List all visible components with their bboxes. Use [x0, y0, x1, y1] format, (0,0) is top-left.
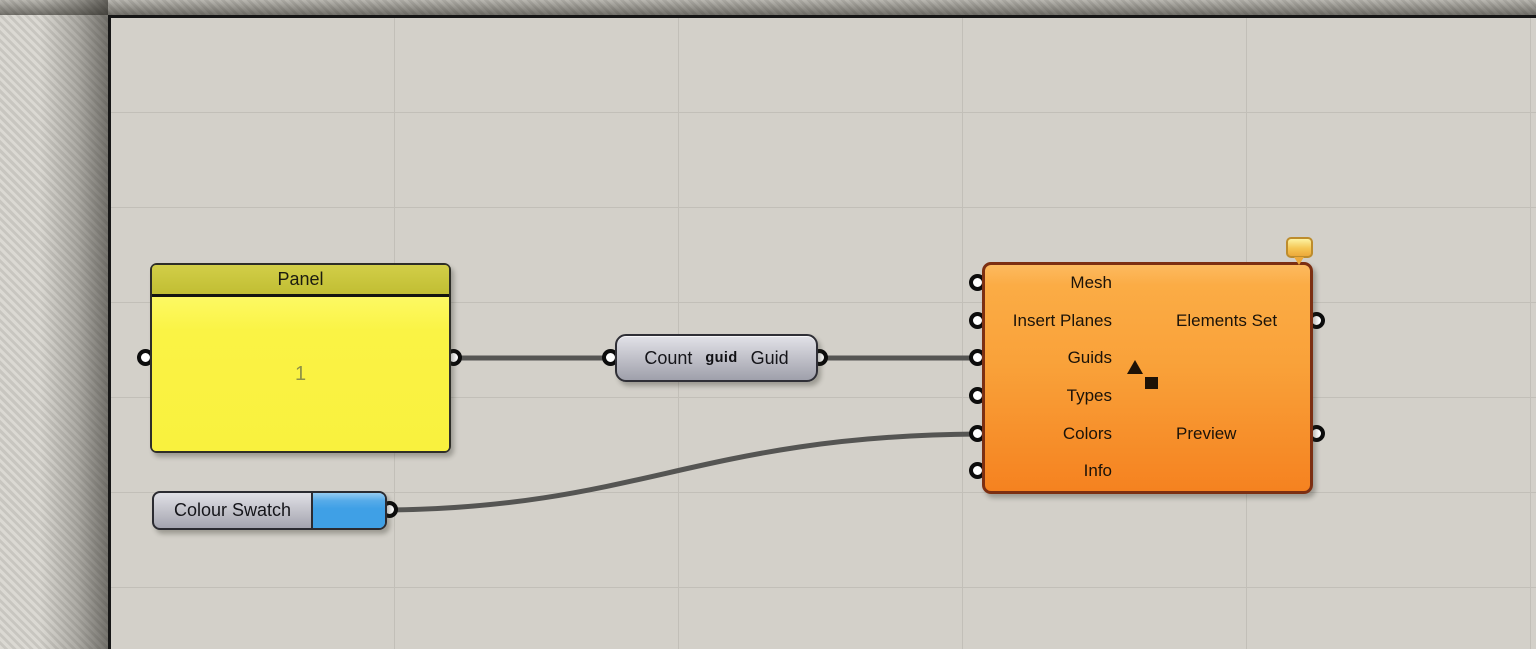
input-label-colors[interactable]: Colors: [1062, 424, 1112, 443]
guid-param-name: Guid: [750, 347, 789, 368]
panel-header[interactable]: Panel: [152, 265, 449, 297]
colour-swatch-color-well[interactable]: [313, 493, 385, 528]
paper-edge-shadow-left: [40, 0, 108, 649]
input-label-mesh[interactable]: Mesh: [1070, 273, 1112, 292]
panel-title: Panel: [277, 269, 324, 289]
panel-body[interactable]: 1: [152, 297, 449, 451]
input-label-types[interactable]: Types: [1066, 386, 1112, 405]
paper-edge-shadow-top: [0, 0, 1536, 15]
output-label-preview[interactable]: Preview: [1176, 424, 1237, 443]
wire-swatch-to-colors-input[interactable]: [387, 431, 981, 513]
warning-balloon-tail: [1294, 257, 1304, 265]
colour-swatch-component[interactable]: Colour Swatch: [152, 491, 387, 530]
guid-param-component[interactable]: Count guid Guid: [615, 334, 818, 382]
input-label-guids[interactable]: Guids: [1067, 348, 1112, 367]
input-label-insert-planes[interactable]: Insert Planes: [1012, 311, 1112, 330]
warning-balloon-icon[interactable]: [1286, 237, 1313, 258]
element-component[interactable]: Mesh Insert Planes Guids Types Colors In…: [982, 262, 1313, 494]
output-label-elements-set[interactable]: Elements Set: [1176, 311, 1278, 330]
component-triangle-icon: [1127, 360, 1143, 374]
panel-value: 1: [294, 362, 307, 385]
panel-component[interactable]: Panel 1: [150, 263, 451, 453]
guid-param-nickname: Count: [644, 347, 693, 368]
colour-swatch-label: Colour Swatch: [154, 493, 313, 528]
input-label-info[interactable]: Info: [1083, 461, 1112, 480]
guid-type-icon: guid: [705, 350, 738, 366]
component-square-icon: [1145, 377, 1158, 389]
